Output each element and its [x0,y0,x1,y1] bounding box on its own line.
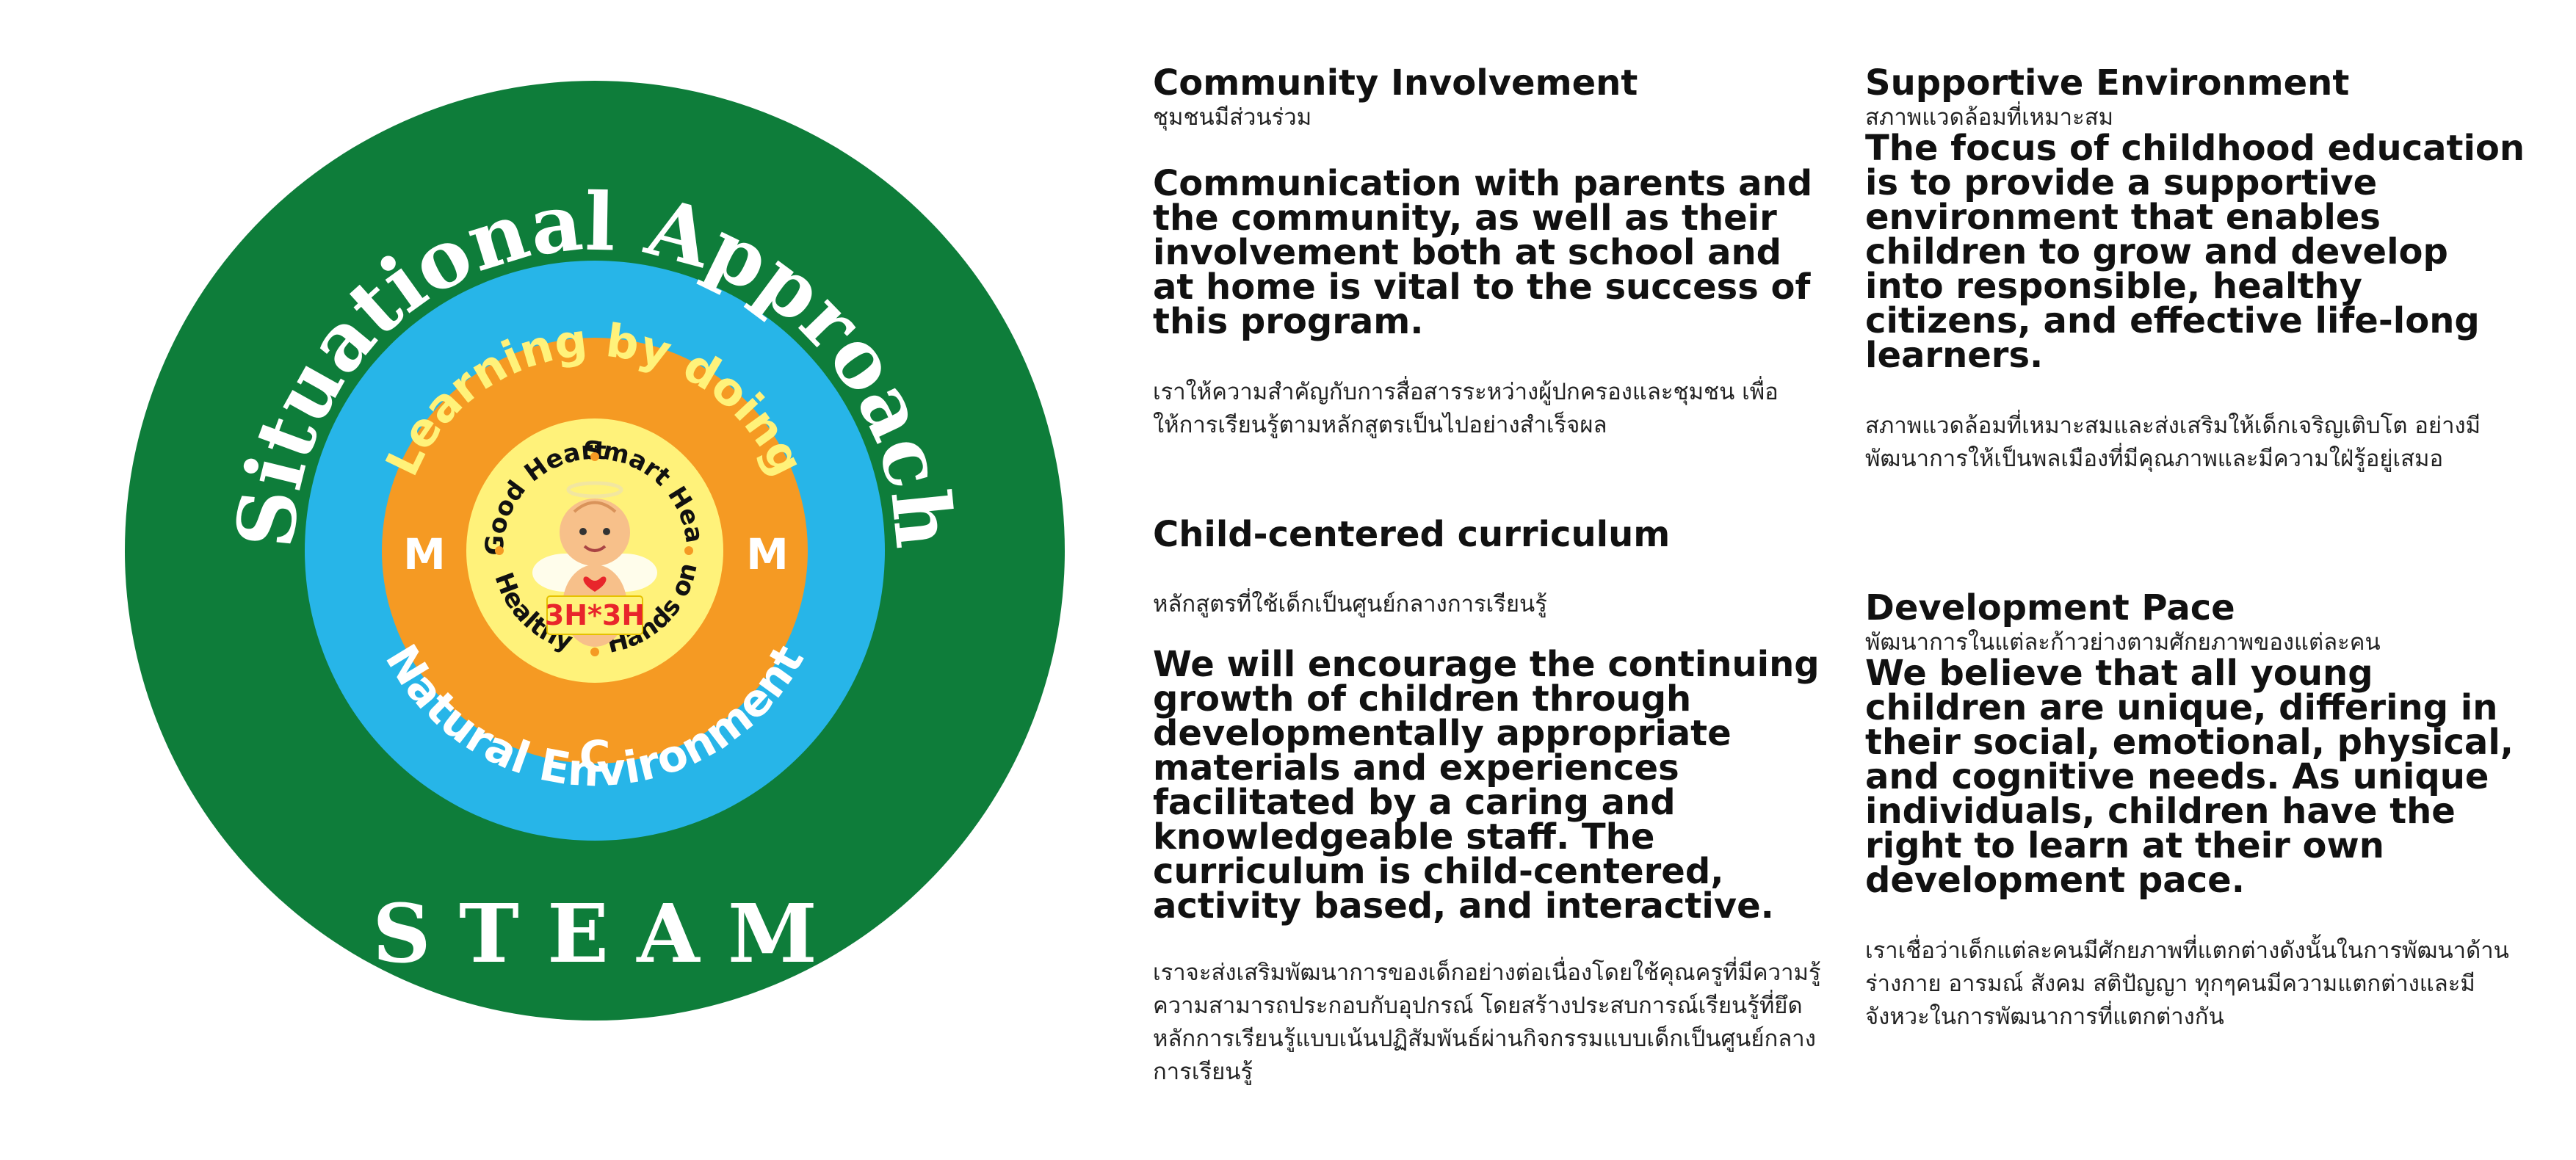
section-thai-subtitle: สภาพแวดล้อมที่เหมาะสม [1865,104,2114,131]
angel-mascot-illustration [532,481,657,647]
separator-dot-right [684,546,693,555]
situational-approach-diagram: Situational Approach S T E A M Learning … [117,73,1065,1021]
section-title: Supportive Environment [1865,62,2350,104]
section-community-involvement: Community Involvement ชุมชนมีส่วนร่วม Co… [1153,62,1828,442]
section-title: Child-centered curriculum [1153,514,1671,555]
section-body: We believe that all young children are u… [1865,653,2514,901]
section-body: The focus of childhood education is to p… [1865,128,2525,376]
section-thai-body: เราเชื่อว่าเด็กแต่ละคนมีศักยภาพที่แตกต่า… [1865,938,2509,1030]
section-thai-body: สภาพแวดล้อมที่เหมาะสมและส่งเสริมให้เด็กเ… [1865,413,2481,472]
section-title: Development Pace [1865,587,2235,628]
section-thai-body: เราให้ความสำคัญกับการสื่อสารระหว่างผู้ปก… [1153,379,1779,438]
section-title: Community Involvement [1153,62,1638,104]
orange-letter-left: M [403,529,446,579]
section-thai-subtitle: พัฒนาการในแต่ละก้าวย่างตามศักยภาพของแต่ล… [1865,629,2381,656]
steam-label: S T E A M [372,886,817,981]
orange-letter-bottom: C [579,731,611,781]
section-supportive-environment: Supportive Environment สภาพแวดล้อมที่เหม… [1865,62,2526,476]
section-body: Communication with parents and the commu… [1153,163,1813,342]
section-body: We will encourage the continuing growth … [1153,644,1820,927]
orange-letter-right: M [746,529,789,579]
section-thai-subtitle: ชุมชนมีส่วนร่วม [1153,104,1312,131]
separator-dot-top [590,452,599,461]
section-thai-subtitle: หลักสูตรที่ใช้เด็กเป็นศูนย์กลางการเรียนร… [1153,591,1547,617]
section-development-pace: Development Pace พัฒนาการในแต่ละก้าวย่าง… [1865,587,2526,1034]
section-child-centered-curriculum: Child-centered curriculum หลักสูตรที่ใช้… [1153,514,1828,1089]
separator-dot-left [495,546,504,555]
separator-dot-bottom [590,648,599,656]
center-badge-label: 3H*3H [545,599,645,631]
section-thai-body: เราจะส่งเสริมพัฒนาการของเด็กอย่างต่อเนื่… [1153,960,1821,1085]
